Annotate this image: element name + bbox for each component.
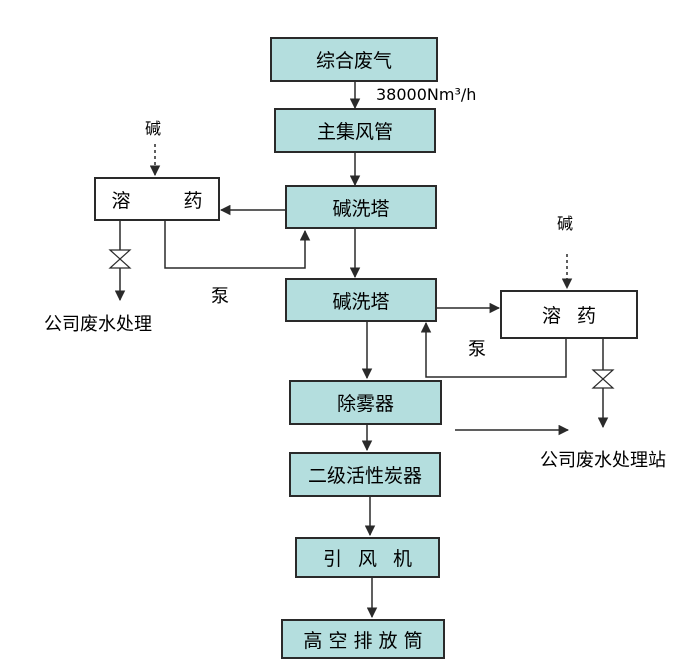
label-pump-1: 泵 [211, 286, 229, 307]
arrow-tank1-pump-return [164, 221, 311, 269]
node-alkali-tower-1: 碱洗塔 [285, 185, 437, 229]
node-fan: 引 风 机 [295, 537, 440, 578]
label-pump-2: 泵 [468, 339, 486, 360]
valve-2 [591, 369, 615, 389]
node-main-duct: 主集风管 [274, 108, 436, 153]
label-wastewater-2: 公司废水处理站 [540, 450, 666, 471]
node-alkali-tower-2: 碱洗塔 [285, 278, 437, 322]
valve-1 [108, 249, 132, 269]
label-flow-rate: 38000Nm³/h [376, 85, 477, 104]
label-alkali-1: 碱 [145, 119, 162, 138]
node-reagent-tank-2: 溶 药 [500, 290, 638, 339]
node-demister: 除雾器 [289, 380, 442, 425]
arrow-tank2-pump-return [420, 321, 567, 378]
node-mixed-waste-gas: 综合废气 [270, 37, 438, 82]
label-alkali-2: 碱 [557, 214, 574, 233]
node-stack: 高 空 排 放 筒 [281, 619, 445, 659]
node-activated-carbon: 二级活性炭器 [289, 452, 441, 497]
label-wastewater-1: 公司废水处理 [44, 314, 152, 335]
node-reagent-tank-1: 溶 药 [94, 177, 220, 221]
